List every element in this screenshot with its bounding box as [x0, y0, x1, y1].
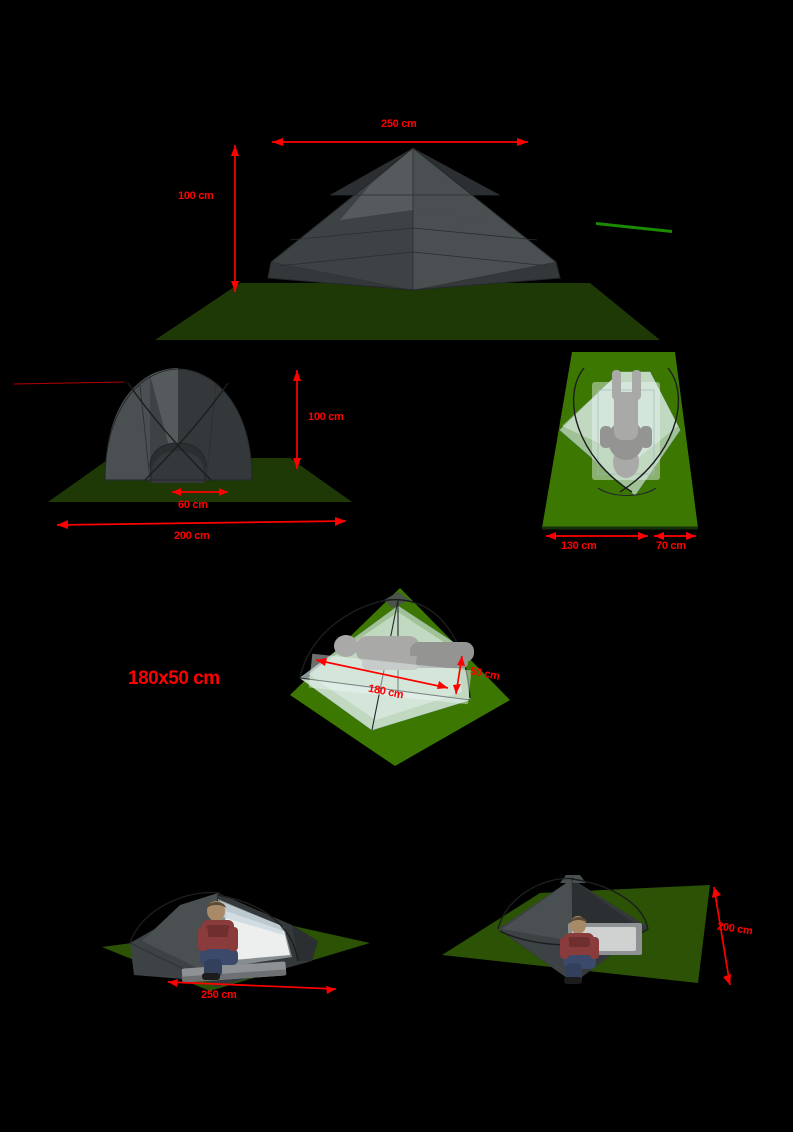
dim-label-250cm-length: 250 cm	[201, 989, 237, 1001]
dim-label-60cm-door: 60 cm	[178, 499, 208, 511]
dimension-250	[167, 979, 337, 994]
dimension-70	[654, 532, 696, 540]
view-front-elevation: 100 cm 60 cm 200 cm	[0, 355, 400, 565]
dim-label-70cm: 70 cm	[656, 540, 686, 552]
view-top-plan: 130 cm 70 cm	[520, 340, 793, 570]
dimension-height-100	[293, 370, 301, 469]
person-lying	[600, 370, 652, 478]
dim-label-130cm: 130 cm	[561, 540, 597, 552]
tent-fly	[129, 891, 318, 987]
person-seated	[198, 901, 238, 980]
dimension-width-200	[56, 517, 347, 529]
dimension-door-60	[172, 488, 228, 496]
dimension-height-100	[231, 145, 239, 292]
view-perspective-seated-side: 250 cm	[30, 865, 410, 1035]
dimension-50	[453, 655, 465, 695]
tent-fly	[267, 147, 561, 291]
dimension-180	[315, 658, 449, 689]
dim-label-200cm-width: 200 cm	[174, 530, 210, 542]
view-perspective-sleeping: 180x50 cm 180 cm 50 cm	[110, 570, 540, 780]
view-perspective-seated-front: 200 cm	[420, 855, 793, 1035]
tent-fly	[104, 368, 253, 483]
tent-footprint	[559, 367, 681, 496]
ground-sheet-sliver	[596, 222, 672, 233]
perspective-seated-side-drawing	[102, 891, 370, 994]
top-plan-drawing	[542, 352, 698, 540]
dimension-200	[712, 886, 731, 986]
dim-label-100cm-height: 100 cm	[308, 411, 344, 423]
person-seated	[560, 916, 599, 984]
tent-fly	[497, 875, 649, 984]
front-elevation-drawing	[13, 368, 352, 529]
ground-sheet	[155, 283, 660, 340]
dim-label-250cm-width: 250 cm	[381, 118, 417, 130]
dimension-130	[546, 532, 648, 540]
person-lying	[334, 635, 474, 670]
perspective-sleeping-drawing	[290, 588, 510, 766]
dim-label-180x50cm: 180x50 cm	[128, 668, 220, 689]
dimension-line-fragment	[13, 381, 125, 385]
view-side-elevation: 250 cm 100 cm	[0, 100, 793, 340]
dim-label-100cm-height: 100 cm	[178, 190, 214, 202]
dimension-width-250	[272, 138, 528, 146]
side-elevation-drawing	[155, 138, 672, 340]
perspective-seated-front-drawing	[442, 875, 731, 986]
